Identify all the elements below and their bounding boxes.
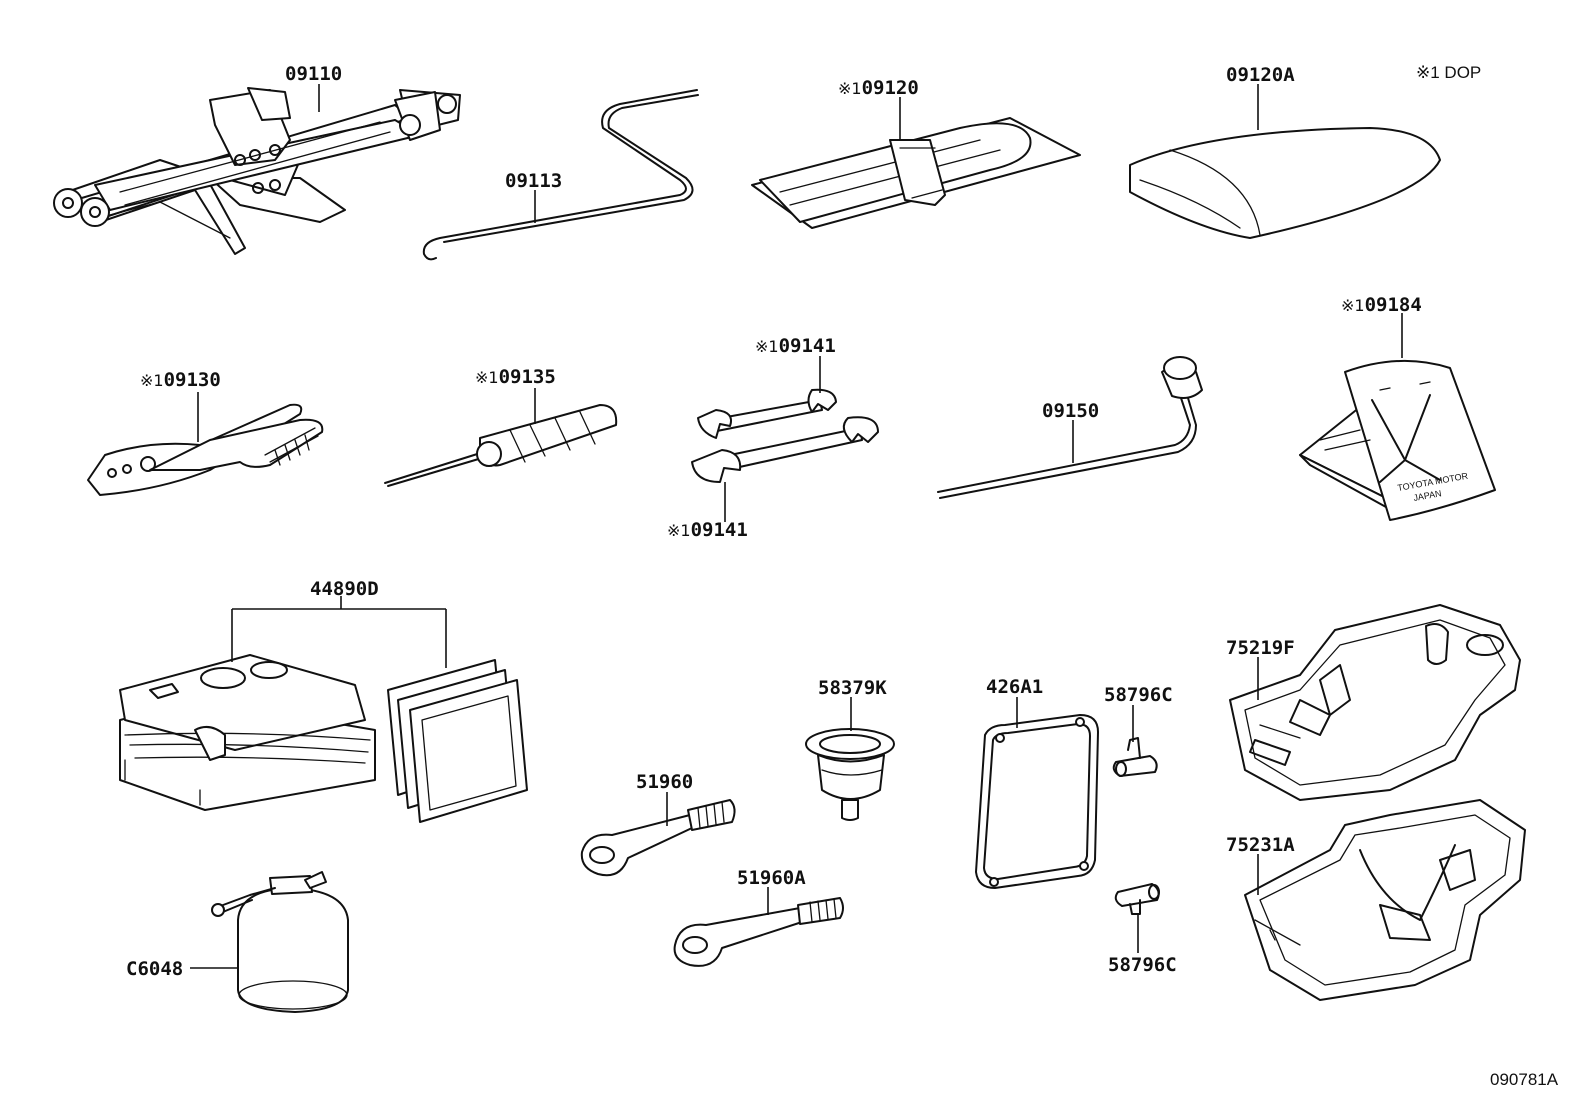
clip-bottom [1114,883,1160,953]
clip-top [1112,705,1158,777]
part-label: 58379K [818,677,887,699]
sealant-bottle [190,871,349,1013]
part-label: 75219F [1226,637,1295,659]
part-label: C6048 [126,958,183,980]
wrench-top [697,356,837,439]
screwdriver [384,388,618,487]
tool-bag-cover [1129,84,1441,239]
part-label: 58796C [1104,684,1173,706]
part-label: 51960A [737,867,806,889]
part-label: ※109141 [755,335,836,357]
lug-wrench [937,356,1203,499]
part-label: ※109120 [838,77,919,99]
part-label: ※109135 [475,366,556,388]
towing-eye-a [673,887,844,967]
part-label: 09113 [505,170,562,192]
plug [805,697,895,821]
tool-bag [751,97,1081,229]
tray-upper [1229,604,1521,801]
wrench-bottom [691,416,879,522]
part-label: 58796C [1108,954,1177,976]
part-label: 09150 [1042,400,1099,422]
pliers [87,392,324,496]
jack [53,84,461,255]
part-label: ※109184 [1341,294,1422,316]
repair-kit [119,596,528,823]
dop-note: ※1 DOP [1416,63,1481,82]
seal-ring [975,697,1099,889]
part-label: 44890D [310,578,379,600]
diagram-code: 090781A [1490,1070,1559,1089]
plate-text-line2: JAPAN [1413,488,1443,503]
towing-eye [580,792,736,877]
part-label: 09110 [285,63,342,85]
tray-lower [1244,799,1526,1001]
part-label: ※109141 [667,519,748,541]
jack-handle [422,89,699,261]
warning-triangle: TOYOTA MOTOR JAPAN [1299,313,1496,521]
part-label: 426A1 [986,676,1043,698]
part-label: ※109130 [140,369,221,391]
part-label: 51960 [636,771,693,793]
part-label: 75231A [1226,834,1295,856]
part-label: 09120A [1226,64,1295,86]
